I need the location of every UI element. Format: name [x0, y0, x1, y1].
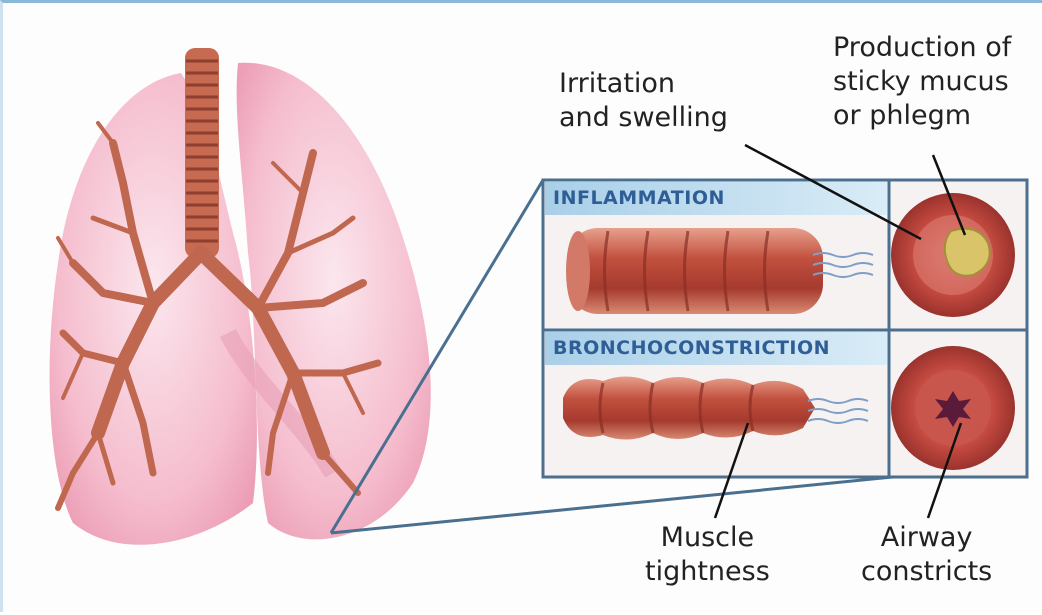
irritation-label: Irritation and swelling — [559, 67, 728, 135]
bronchoconstriction-header: BRONCHOCONSTRICTION — [553, 337, 830, 359]
trachea — [185, 48, 219, 258]
constricted-cross-section — [891, 346, 1015, 470]
muscle-label: Muscle tightness — [645, 521, 770, 589]
inflamed-cross-section — [891, 193, 1015, 317]
airway-label: Airway constricts — [861, 521, 992, 589]
mucus-label: Production of sticky mucus or phlegm — [833, 31, 1011, 133]
mucus-blob — [945, 229, 990, 276]
inflammation-header: INFLAMMATION — [553, 187, 725, 209]
